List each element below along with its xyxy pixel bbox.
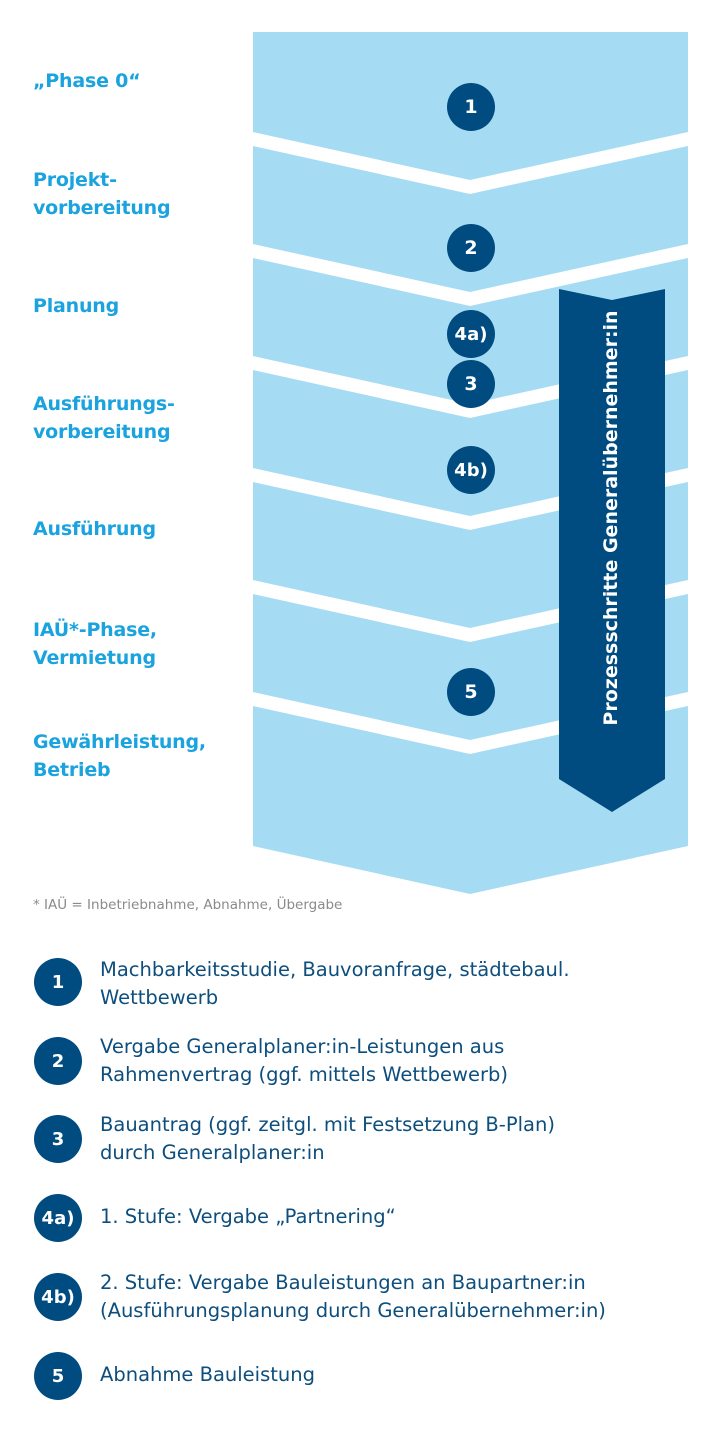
general-contractor-label: Prozessschritte Generalübernehmer:in <box>600 310 622 726</box>
legend-text-3: Bauantrag (ggf. zeitgl. mit Festsetzung … <box>100 1113 555 1164</box>
step-marker-4a: 4a) <box>447 310 495 358</box>
phase-label-ausfuehrungsvorbereitung: Ausführungs- vorbereitung <box>33 393 175 443</box>
phase-label-phase-0: „Phase 0“ <box>33 70 141 92</box>
legend-badge-4b: 4b) <box>34 1273 82 1321</box>
phase-label-projektvorbereitung: Projekt- vorbereitung <box>33 169 171 219</box>
legend-badge-3: 3 <box>34 1115 82 1163</box>
legend-text-4b: 2. Stufe: Vergabe Bauleistungen an Baupa… <box>100 1271 606 1322</box>
step-marker-1: 1 <box>447 83 495 131</box>
step-marker-5: 5 <box>447 668 495 716</box>
legend-badge-1: 1 <box>34 958 82 1006</box>
footnote: * IAÜ = Inbetriebnahme, Abnahme, Übergab… <box>33 897 343 913</box>
phase-label-iau-phase: IAÜ*-Phase, Vermietung <box>33 619 157 669</box>
step-marker-4b: 4b) <box>447 446 495 494</box>
step-marker-2: 2 <box>447 224 495 272</box>
phase-chevron-diagram <box>253 32 688 894</box>
phase-chevron-projektvorbereitung <box>253 146 688 292</box>
legend-badge-4a: 4a) <box>34 1194 82 1242</box>
legend-text-5: Abnahme Bauleistung <box>100 1363 315 1386</box>
legend-text-2: Vergabe Generalplaner:in-Leistungen aus … <box>100 1035 508 1086</box>
legend-text-4a: 1. Stufe: Vergabe „Partnering“ <box>100 1205 396 1228</box>
legend-text-1: Machbarkeitsstudie, Bauvoranfrage, städt… <box>100 958 570 1009</box>
step-marker-3: 3 <box>447 360 495 408</box>
legend-badge-5: 5 <box>34 1352 82 1400</box>
phase-label-ausfuehrung: Ausführung <box>33 518 156 540</box>
legend-badge-2: 2 <box>34 1037 82 1085</box>
general-contractor-arrow <box>559 289 665 812</box>
phase-label-planung: Planung <box>33 295 120 317</box>
phase-label-gewaehrleistung: Gewährleistung, Betrieb <box>33 731 206 781</box>
